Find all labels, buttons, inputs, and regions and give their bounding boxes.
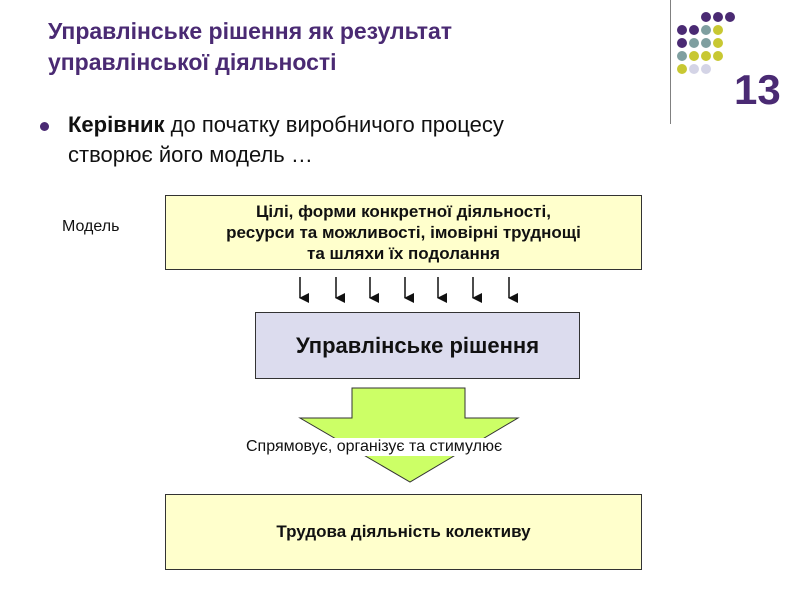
decorative-dot [713,38,723,48]
decorative-dot [677,51,687,61]
decorative-dot [701,12,711,22]
bullet-dot-icon [40,122,49,131]
decorative-dot-grid [677,12,735,74]
decorative-dot [689,51,699,61]
decorative-dot [677,64,687,74]
model-label: Модель [62,218,120,235]
decorative-dot [713,12,723,22]
decorative-dot [689,38,699,48]
decorative-dot [677,25,687,35]
decorative-dot [677,38,687,48]
bullet-rest: до початку виробничого процесу створює й… [68,112,504,167]
slide-title-line-2: управлінської діяльності [48,49,337,75]
decorative-dot [689,64,699,74]
slide-number: 13 [734,66,781,113]
decorative-dot [713,51,723,61]
decorative-dot [701,51,711,61]
model-box-line-3: та шляхи їх подолання [307,244,500,263]
model-box-line-1: Цілі, форми конкретної діяльності, [256,202,551,221]
decorative-dot [689,25,699,35]
small-arrows [299,277,518,303]
bullet-bold-term: Керівник [68,112,165,137]
decorative-dot [701,38,711,48]
model-box-line-2: ресурси та можливості, імовірні труднощі [226,223,581,242]
slide-title-line-1: Управлінське рішення як результат [48,18,453,44]
slide-title: Управлінське рішення як результат управл… [48,16,608,78]
team-work-box: Трудова діяльність колективу [165,494,642,570]
bullet-text: Керівник до початку виробничого процесу … [68,110,548,170]
decorative-dot [701,25,711,35]
decorative-dot [713,25,723,35]
big-down-arrow-icon [298,387,520,483]
decorative-dot [725,12,735,22]
decorative-dot [701,64,711,74]
divider-line [670,0,671,124]
arrow-label: Спрямовує, організує та стимулює [244,438,505,456]
management-decision-box: Управлінське рішення [255,312,580,379]
model-box: Цілі, форми конкретної діяльності, ресур… [165,195,642,270]
